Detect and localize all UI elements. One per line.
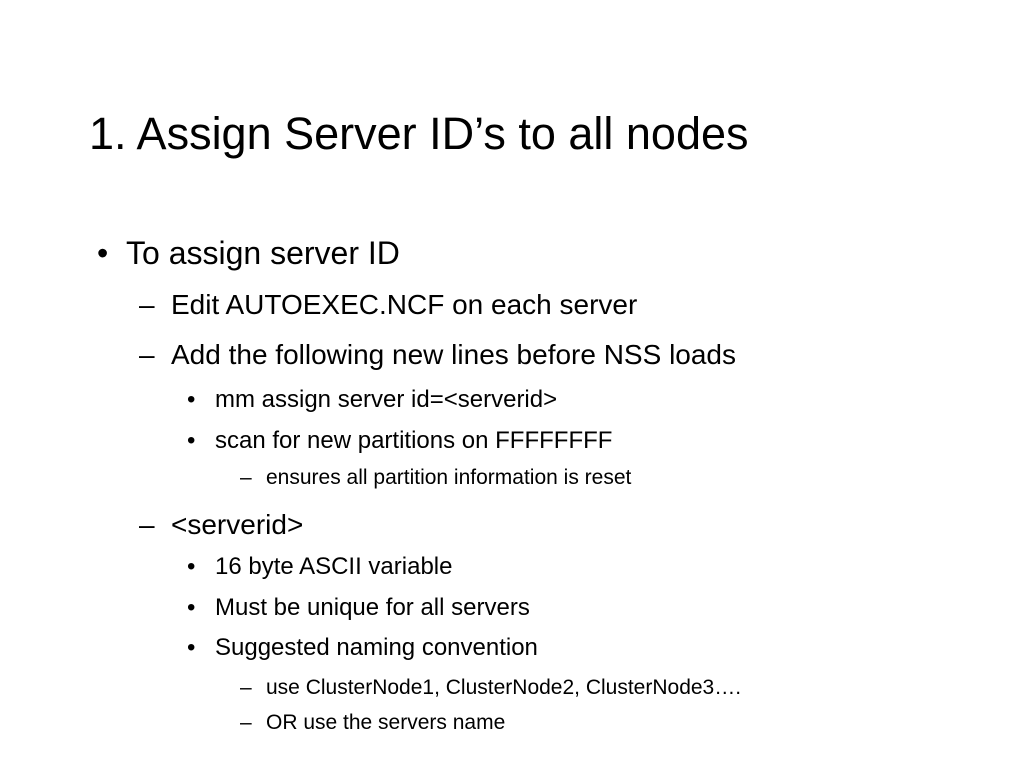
slide-title: 1. Assign Server ID’s to all nodes — [89, 108, 749, 159]
dash-marker: – — [139, 339, 155, 370]
dash-marker: – — [139, 509, 155, 540]
bullet-text: use ClusterNode1, ClusterNode2, ClusterN… — [266, 676, 742, 699]
bullet-text: Must be unique for all servers — [215, 594, 530, 621]
dash-marker: – — [240, 466, 252, 489]
bullet-marker: • — [187, 553, 196, 580]
bullet-marker: • — [97, 235, 109, 271]
bullet-text: To assign server ID — [126, 235, 400, 271]
bullet-text: 16 byte ASCII variable — [215, 553, 453, 580]
bullet-marker: • — [187, 386, 196, 413]
bullet-marker: • — [187, 594, 196, 621]
bullet-text: <serverid> — [171, 509, 304, 540]
bullet-text: OR use the servers name — [266, 711, 506, 734]
bullet-text: scan for new partitions on FFFFFFFF — [215, 427, 613, 454]
bullet-text: Add the following new lines before NSS l… — [171, 339, 737, 370]
bullet-marker: • — [187, 634, 196, 661]
bullet-text: mm assign server id=<serverid> — [215, 386, 558, 413]
bullet-marker: • — [187, 427, 196, 454]
dash-marker: – — [240, 711, 252, 734]
dash-marker: – — [240, 676, 252, 699]
bullet-text: Suggested naming convention — [215, 634, 538, 661]
bullet-text: Edit AUTOEXEC.NCF on each server — [171, 289, 638, 320]
bullet-text: ensures all partition information is res… — [266, 466, 632, 489]
dash-marker: – — [139, 289, 155, 320]
